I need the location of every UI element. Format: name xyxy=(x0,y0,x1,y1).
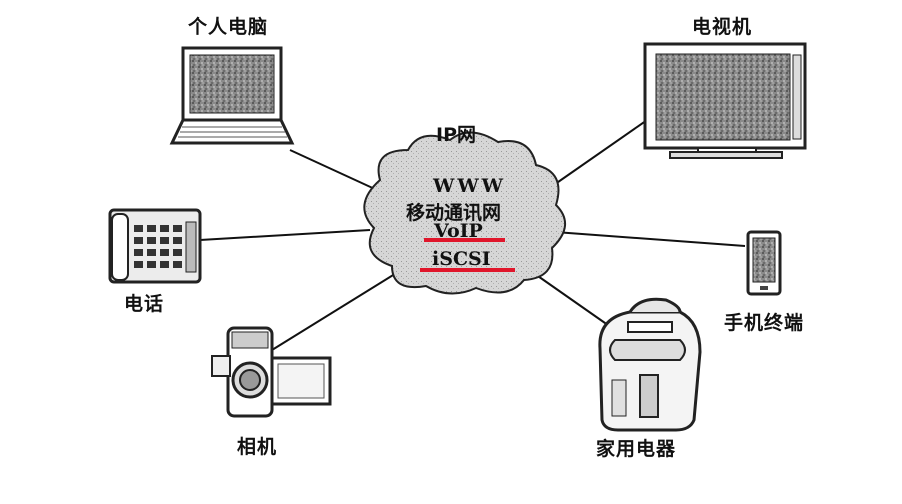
cloud-title: IP网 xyxy=(436,124,476,146)
service-voip: VoIP xyxy=(434,220,483,242)
connection-lines xyxy=(199,117,746,351)
tv-label: 电视机 xyxy=(692,16,753,38)
service-www: WWW xyxy=(433,175,507,197)
mobile-label: 手机终端 xyxy=(724,312,805,334)
camera-label: 相机 xyxy=(237,436,278,458)
appliance-label: 家用电器 xyxy=(596,438,677,460)
phone-label: 电话 xyxy=(124,293,165,315)
telephone-icon xyxy=(108,208,202,284)
mobile-terminal-icon xyxy=(746,230,782,296)
pc-label: 个人电脑 xyxy=(188,16,269,38)
line-mobile xyxy=(554,231,746,247)
laptop-icon xyxy=(169,46,295,145)
appliance-icon xyxy=(598,297,702,432)
service-iscsi: iSCSI xyxy=(432,248,491,270)
line-phone xyxy=(199,229,371,241)
service-mobile-network: 移动通讯网 xyxy=(406,202,502,224)
line-appliance xyxy=(534,273,616,331)
camera-icon xyxy=(211,326,332,418)
ip-network-cloud xyxy=(363,131,566,295)
tv-icon xyxy=(643,42,807,159)
line-camera xyxy=(271,271,399,351)
